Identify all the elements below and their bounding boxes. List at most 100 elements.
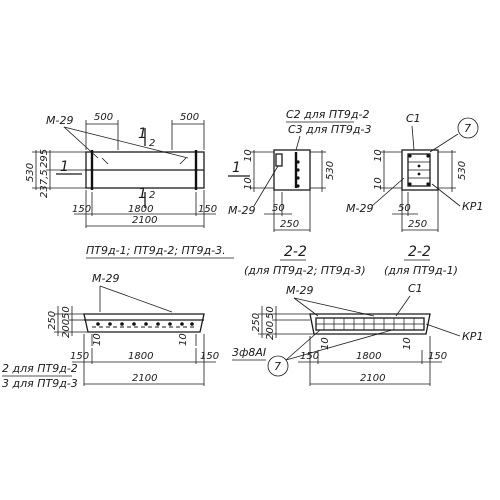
section-b-dim-10-top: 10: [373, 149, 384, 162]
elev-right-kr-label: КР1: [462, 330, 483, 343]
elev-left-rebar-dot: [168, 322, 172, 326]
plan-dim-v-upper: 295: [39, 149, 50, 168]
elev-left-rebar-dot: [156, 322, 160, 326]
elev-right-stirrups: [323, 318, 415, 330]
plan-dim-mid: 1800: [128, 204, 153, 215]
section-b-outline: [401, 149, 439, 191]
elev-right-dim-total: 2100: [360, 373, 385, 384]
section-a-dim-height: 530: [325, 161, 336, 180]
elev-right-circle-leader: [285, 329, 393, 361]
section-b: С1 7 10 10 530 М-29 КР1: [346, 112, 483, 277]
section-b-circle-text: 7: [464, 122, 471, 135]
section-a-subtitle: (для ПТ9д-2; ПТ9д-3): [244, 264, 366, 277]
section-a: С2 для ПТ9д-2 С3 для ПТ9д-3 1 10 10 530 …: [228, 108, 372, 277]
elevation-left: М-29 250 50 200 10 10: [2, 272, 219, 390]
section-b-dim-height: 530: [457, 161, 468, 180]
elev-left-dim-10: 10: [92, 333, 103, 346]
elev-left-rebar-dot: [132, 322, 136, 326]
plan-callout-label: М-29: [46, 114, 73, 127]
plan-section-tick-bottom: 2: [149, 190, 155, 201]
section-b-circle-leader: [429, 133, 459, 153]
section-b-kr-leader: [431, 183, 461, 207]
section-b-title: 2-2: [408, 244, 431, 260]
section-b-label: С1: [406, 112, 421, 125]
elev-left-dim-total: 2100: [132, 373, 157, 384]
elev-left-dim-250: 250: [47, 311, 58, 330]
section-a-title: 2-2: [284, 244, 307, 260]
section-a-section-mark: 1: [232, 160, 241, 176]
section-a-label-line2: С3 для ПТ9д-3: [288, 123, 372, 136]
section-b-rebar: [417, 164, 421, 168]
section-a-outline: [273, 149, 311, 191]
elev-right-callout-label: М-29: [286, 284, 313, 297]
elev-left-rebar-dot: [120, 322, 124, 326]
elev-left-rebar-dot: [190, 322, 194, 326]
elev-right-circle-text: 7: [274, 360, 281, 373]
elev-right-dim-250: 250: [251, 313, 262, 332]
plan-dim-total: 2100: [132, 215, 157, 226]
elev-right-beam-outline: [309, 313, 431, 335]
section-a-dim-width: 250: [280, 219, 299, 230]
section-b-rebar: [426, 182, 430, 186]
section-a-rebar: [296, 176, 300, 180]
section-a-callout-label: М-29: [228, 204, 255, 217]
section-b-rebar: [417, 172, 421, 176]
elev-right-label-c1: С1: [408, 282, 423, 295]
elev-left-note-line1: 2 для ПТ9д-2: [2, 362, 78, 375]
elev-right-circle-leader: [285, 329, 321, 361]
elev-left-dim-10-right: 10: [178, 333, 189, 346]
plan-embed-mark: [179, 157, 187, 165]
section-b-dim-width: 250: [408, 219, 427, 230]
section-b-dim-50: 50: [398, 203, 411, 214]
section-b-subtitle: (для ПТ9д-1): [384, 264, 458, 277]
section-b-circle-mark: [457, 117, 479, 139]
plan-callout-leader: [63, 126, 189, 159]
plan-section-tick-top: 2: [149, 138, 155, 149]
elev-left-rebar-dot: [108, 322, 112, 326]
plan-dim-left-150: 150: [72, 204, 91, 215]
section-a-dim-50: 50: [272, 203, 285, 214]
elev-left-callout-label: М-29: [92, 272, 119, 285]
elev-right-dim-10-right: 10: [402, 337, 413, 350]
elev-right-dim-right-150: 150: [428, 351, 447, 362]
section-a-dim-10-top: 10: [243, 149, 254, 162]
section-a-rebar: [296, 168, 300, 172]
section-a-dim-10-bottom: 10: [243, 177, 254, 190]
section-a-leader: [295, 135, 301, 151]
section-a-label-line1: С2 для ПТ9д-2: [286, 108, 370, 121]
plan-dim-v-lower: 237,5: [39, 169, 50, 198]
title-caption: ПТ9д-1; ПТ9д-2; ПТ9д-3.: [86, 244, 226, 257]
elev-left-dim-200: 200: [61, 319, 72, 338]
elev-left-dim-mid: 1800: [128, 351, 153, 362]
section-b-rebar: [426, 154, 430, 158]
plan-dim-v-total: 530: [25, 163, 36, 182]
elev-left-dim-left-150: 150: [70, 351, 89, 362]
plan-section-mark-left: 1: [60, 159, 69, 175]
elev-right-dim-left-150: 150: [300, 351, 319, 362]
section-b-callout-leader: [371, 177, 405, 207]
section-b-kr-label: КР1: [462, 200, 483, 213]
plan-view: М-29 500 500 1 2 1 2 1 530 295 237,5: [25, 112, 217, 228]
plan-callout-leader: [63, 126, 99, 159]
elev-right-rebar-note: 3ф8АI: [232, 346, 266, 359]
elev-right-dim-200: 200: [265, 321, 276, 340]
section-b-dim-10-bottom: 10: [373, 177, 384, 190]
elev-right-callout-leader: [293, 297, 375, 317]
elev-left-dim-50: 50: [61, 306, 72, 319]
elev-right-dim-mid: 1800: [356, 351, 381, 362]
elev-left-dim-right-150: 150: [200, 351, 219, 362]
elev-left-rebar-dot: [144, 322, 148, 326]
elev-left-rebar-dot: [180, 322, 184, 326]
elev-right-kr-leader: [425, 323, 461, 337]
section-a-rebar: [296, 160, 300, 164]
plan-section-mark-top: 1: [138, 126, 147, 142]
elev-right-dim-50: 50: [265, 306, 276, 319]
elev-right-c1-leader: [395, 295, 411, 317]
elev-left-beam-outline: [83, 313, 205, 333]
elev-right-callout-leader: [293, 297, 319, 317]
section-b-label-leader: [411, 125, 415, 151]
elev-right-circle-mark: [267, 355, 289, 377]
elev-left-rebar-dot: [96, 322, 100, 326]
plan-dim-top-right: 500: [180, 112, 199, 123]
